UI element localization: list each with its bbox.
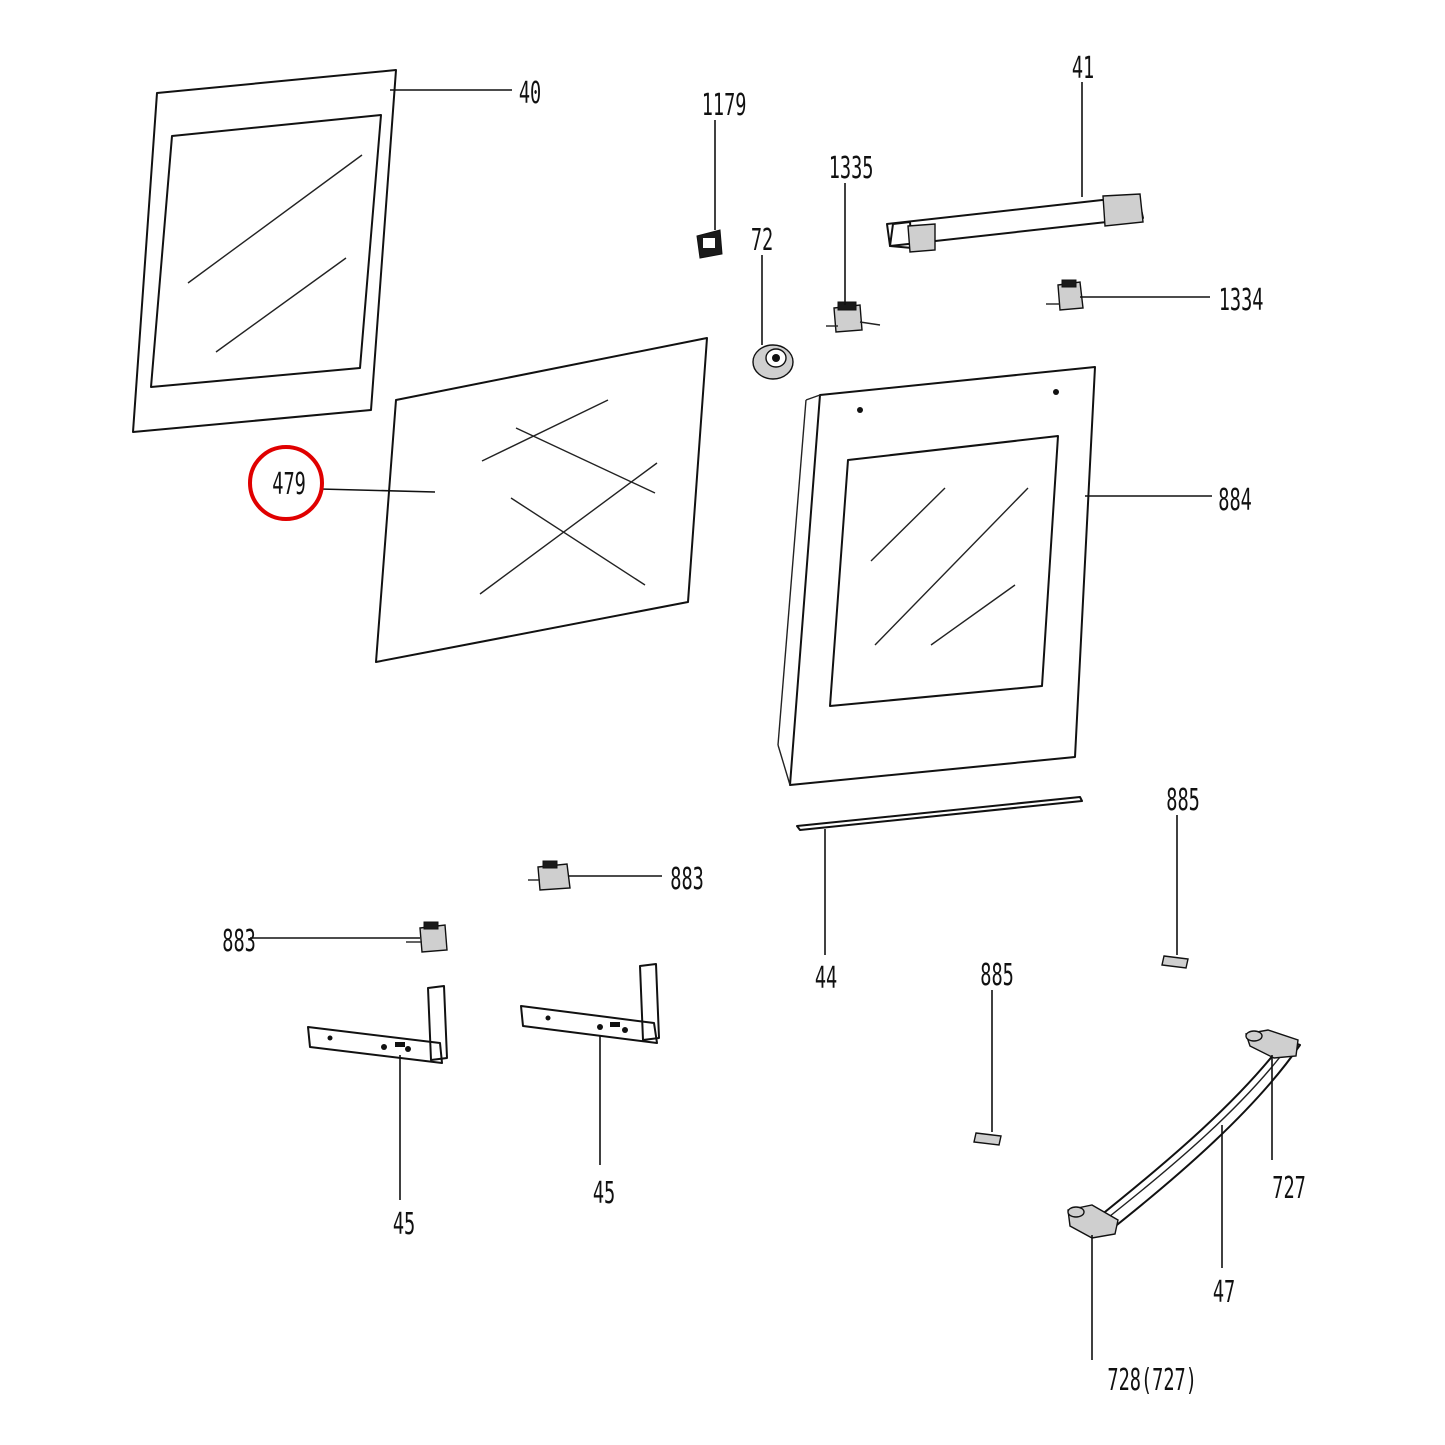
label-885-upper[interactable]: 885 xyxy=(1166,782,1200,817)
part-1335-holder[interactable] xyxy=(826,301,881,333)
part-47-handle[interactable] xyxy=(1094,1039,1301,1233)
label-1334[interactable]: 1334 xyxy=(1219,282,1264,317)
part-45-hinge-center[interactable] xyxy=(520,963,660,1044)
part-727-endcap-upper[interactable] xyxy=(1245,1029,1299,1059)
label-479[interactable]: 479 xyxy=(272,466,306,501)
part-885-pin-lower[interactable] xyxy=(973,1132,1002,1146)
part-479-inner-glass[interactable] xyxy=(375,337,708,663)
part-883-bracket-left[interactable] xyxy=(406,921,448,953)
label-885-lower[interactable]: 885 xyxy=(980,957,1014,992)
label-884[interactable]: 884 xyxy=(1218,482,1252,517)
label-41[interactable]: 41 xyxy=(1072,50,1094,85)
part-883-bracket-center[interactable] xyxy=(528,860,571,891)
part-72-bumper[interactable] xyxy=(752,344,794,380)
part-885-pin-upper[interactable] xyxy=(1161,955,1189,969)
label-40[interactable]: 40 xyxy=(519,75,541,110)
label-45-center[interactable]: 45 xyxy=(593,1175,615,1210)
part-45-hinge-left[interactable] xyxy=(307,985,448,1064)
label-47[interactable]: 47 xyxy=(1213,1274,1235,1309)
part-1334-holder[interactable] xyxy=(1046,279,1084,311)
part-728-endcap-lower[interactable] xyxy=(1067,1204,1119,1239)
label-72[interactable]: 72 xyxy=(751,222,773,257)
part-40-outer-glass[interactable] xyxy=(132,69,397,433)
highlight-circle xyxy=(248,445,324,521)
part-1179-clip[interactable] xyxy=(696,229,723,259)
label-883-center[interactable]: 883 xyxy=(670,861,704,896)
label-1335[interactable]: 1335 xyxy=(829,150,874,185)
label-1179[interactable]: 1179 xyxy=(702,87,747,122)
part-884-door-panel[interactable] xyxy=(777,366,1096,786)
part-41-top-profile[interactable] xyxy=(886,193,1144,253)
part-44-bottom-strip[interactable] xyxy=(796,796,1083,831)
leader-479 xyxy=(319,488,436,493)
label-728[interactable]: 728(727) xyxy=(1107,1362,1197,1397)
label-45-left[interactable]: 45 xyxy=(393,1206,415,1241)
label-883-left[interactable]: 883 xyxy=(222,923,256,958)
label-727[interactable]: 727 xyxy=(1272,1170,1306,1205)
label-44[interactable]: 44 xyxy=(815,960,837,995)
